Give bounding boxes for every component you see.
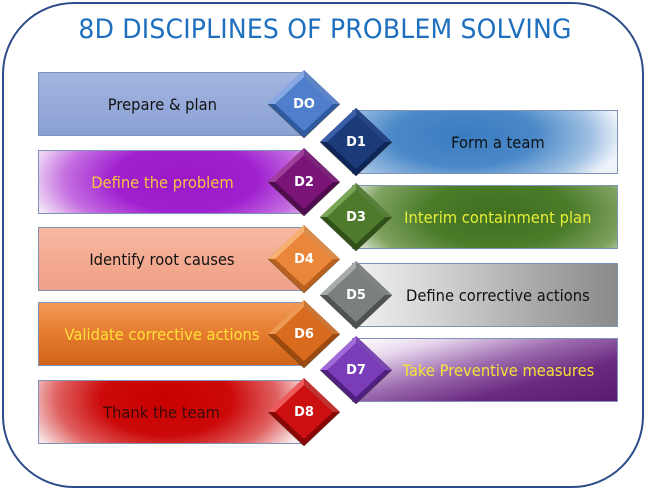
step-box-d4: Identify root causes [38,227,306,291]
step-diamond-d1: D1 [320,108,392,176]
step-label: Identify root causes [89,249,235,269]
step-label: Define corrective actions [406,285,590,305]
step-label: Interim containment plan [404,207,592,227]
step-label: Validate corrective actions [64,324,260,344]
step-code: D4 [294,251,314,267]
step-code: D3 [346,209,366,225]
step-box-d5: Define corrective actions [352,263,618,327]
step-label: Define the problem [90,172,234,192]
step-code: D5 [346,287,366,303]
diagram-title: 8D DISCIPLINES OF PROBLEM SOLVING [78,14,572,45]
step-code: D2 [294,174,314,190]
step-diamond-d8: D8 [268,378,340,446]
step-diamond-d6: D6 [268,300,340,368]
step-label: Prepare & plan [107,94,217,114]
step-box-d2: Define the problem [38,150,306,214]
step-box-do: Prepare & plan [38,72,306,136]
step-box-d6: Validate corrective actions [38,302,306,366]
step-diamond-do: DO [268,70,340,138]
step-code: DO [293,96,315,112]
step-diamond-d3: D3 [320,183,392,251]
step-diamond-d5: D5 [320,261,392,329]
step-label: Take Preventive measures [402,360,594,380]
step-code: D8 [294,404,314,420]
step-box-d8: Thank the team [38,380,306,444]
step-label: Thank the team [103,402,221,422]
step-box-d3: Interim containment plan [352,185,618,249]
step-diamond-d2: D2 [268,148,340,216]
step-diamond-d4: D4 [268,225,340,293]
diagram-frame [2,2,644,488]
step-code: D7 [346,362,366,378]
step-label: Form a team [451,132,545,152]
step-diamond-d7: D7 [320,336,392,404]
step-code: D1 [346,134,366,150]
step-box-d1: Form a team [352,110,618,174]
step-box-d7: Take Preventive measures [352,338,618,402]
step-code: D6 [294,326,314,342]
